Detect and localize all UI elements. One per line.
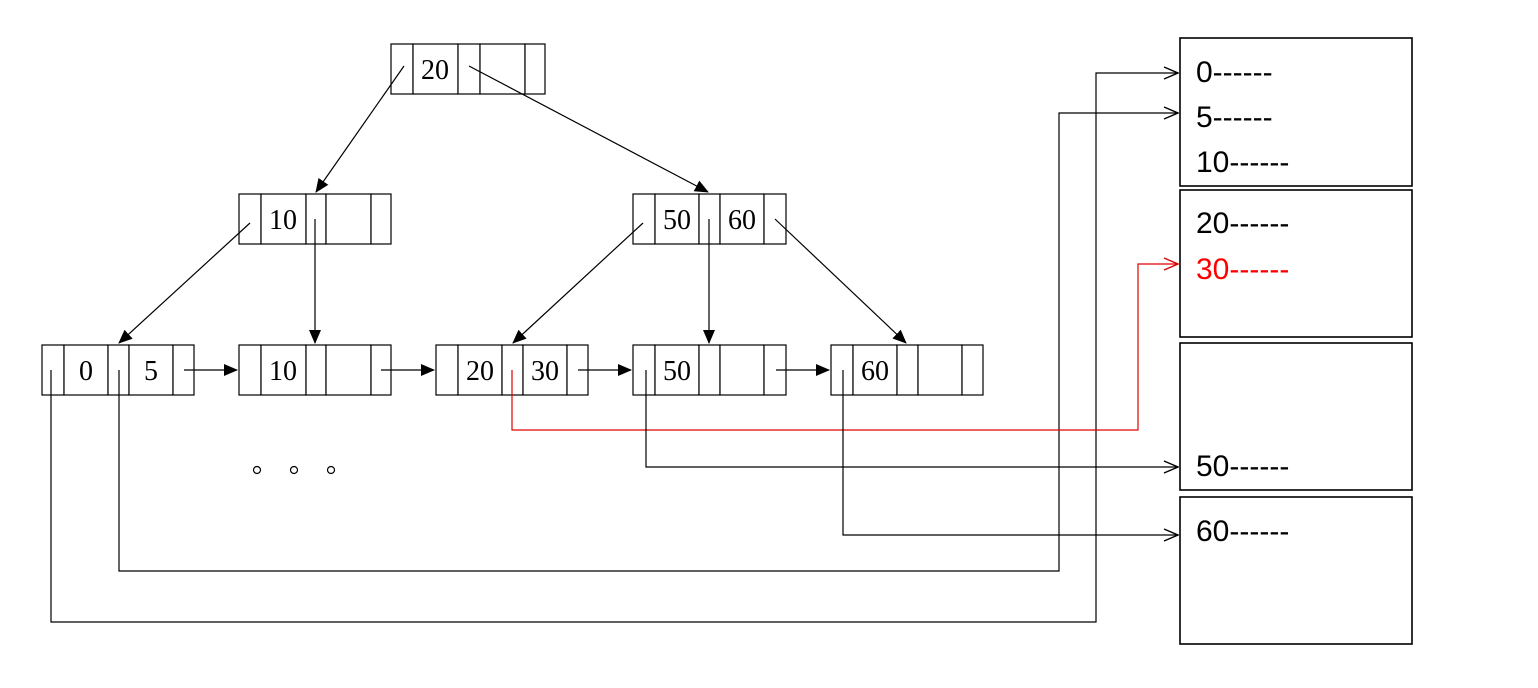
leaf-3-key-1: 20	[466, 356, 494, 387]
leaf-node-2: 10	[238, 344, 392, 396]
leaf-1-key-2: 5	[144, 356, 158, 387]
pointer-key-5-to-record	[118, 113, 1178, 572]
record-30-highlighted: 30------	[1196, 253, 1289, 286]
leaf-node-1: 0 5	[41, 344, 195, 396]
record-20: 20------	[1196, 207, 1289, 240]
inner-right-key-2: 60	[728, 205, 756, 236]
leaf-5-key-1: 60	[861, 356, 889, 387]
inner-right-key-1: 50	[663, 205, 691, 236]
pointer-key-30-to-record	[511, 264, 1178, 431]
data-page-3: 50------	[1179, 342, 1413, 491]
root-node: 20	[390, 43, 546, 95]
pointer-key-50-to-record	[645, 370, 1178, 467]
edge-inner-left-to-leaf-1	[118, 222, 251, 344]
inner-left-key-1: 10	[269, 205, 297, 236]
record-5: 5------	[1196, 101, 1273, 134]
record-10: 10------	[1196, 146, 1289, 179]
data-page-4: 60------	[1179, 496, 1413, 645]
leaf-node-5: 60	[830, 344, 984, 396]
leaf-2-key-1: 10	[269, 356, 297, 387]
pointer-key-60-to-record	[842, 370, 1178, 535]
edge-root-to-inner-right	[468, 65, 709, 193]
edge-root-to-inner-left	[315, 65, 405, 193]
leaf-3-key-2: 30	[531, 356, 559, 387]
record-50: 50------	[1196, 450, 1289, 483]
edge-inner-right-to-leaf-5	[774, 218, 907, 344]
leaf-node-3: 20 30	[435, 344, 589, 396]
pointer-key-0-to-record	[50, 73, 1178, 623]
inner-node-left: 10	[238, 193, 392, 245]
ellipsis	[252, 465, 336, 475]
leaf-1-key-1: 0	[79, 356, 93, 387]
edge-inner-right-to-leaf-3	[512, 222, 644, 344]
leaf-node-4: 50	[632, 344, 787, 396]
leaf-4-key-1: 50	[663, 356, 691, 387]
root-key-1: 20	[421, 55, 449, 86]
data-page-2: 20------ 30------	[1179, 189, 1413, 338]
record-0: 0------	[1196, 56, 1273, 89]
data-page-1: 0------ 5------ 10------	[1179, 37, 1413, 187]
record-60: 60------	[1196, 515, 1289, 548]
